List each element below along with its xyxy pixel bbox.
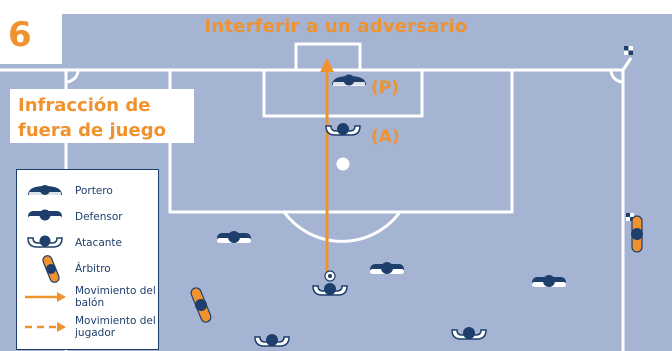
assistant-referee-icon <box>630 215 644 253</box>
referee-icon <box>42 255 60 283</box>
corner-flag-pole <box>621 57 633 71</box>
figure-number-box <box>0 14 62 64</box>
ball-movement-arrow-icon <box>25 292 66 302</box>
penalty-arc <box>282 211 402 243</box>
defender-icon <box>28 209 62 221</box>
legend-item-defender: Defensor <box>17 202 160 232</box>
corner-arc-right <box>609 69 624 84</box>
pitch-lines <box>0 42 633 351</box>
legend-label: Atacante <box>75 237 122 249</box>
corner-flag-icon <box>624 46 633 55</box>
infraction-label: Infracción de fuera de juego <box>10 89 194 143</box>
legend-label: Árbitro <box>75 263 111 275</box>
legend-item-goalkeeper: Portero <box>17 176 160 206</box>
attacker-tag: (A) <box>371 127 400 147</box>
figure-heading: Interferir a un adversario <box>204 16 468 37</box>
penalty-spot <box>336 157 350 171</box>
figure-number: 6 <box>8 15 32 55</box>
legend-label: Movimiento del jugador <box>75 315 156 339</box>
ball-icon <box>324 270 336 282</box>
legend-item-player-movement: Movimiento del jugador <box>17 312 160 342</box>
goalkeeper-icon <box>28 185 62 196</box>
player-movement-arrow-icon <box>25 322 66 332</box>
legend-item-referee: Árbitro <box>17 254 160 284</box>
goalkeeper-tag: (P) <box>371 78 399 98</box>
corner-arc-left <box>65 69 80 84</box>
legend-item-attacker: Atacante <box>17 228 160 258</box>
attacker-icon <box>27 235 63 248</box>
legend: Portero Defensor Atacante <box>16 169 159 350</box>
legend-label: Portero <box>75 185 113 197</box>
ball-movement-arrowhead <box>320 58 334 72</box>
legend-item-ball-movement: Movimiento del balón <box>17 282 160 312</box>
legend-label: Defensor <box>75 211 123 223</box>
legend-label: Movimiento del balón <box>75 285 156 309</box>
